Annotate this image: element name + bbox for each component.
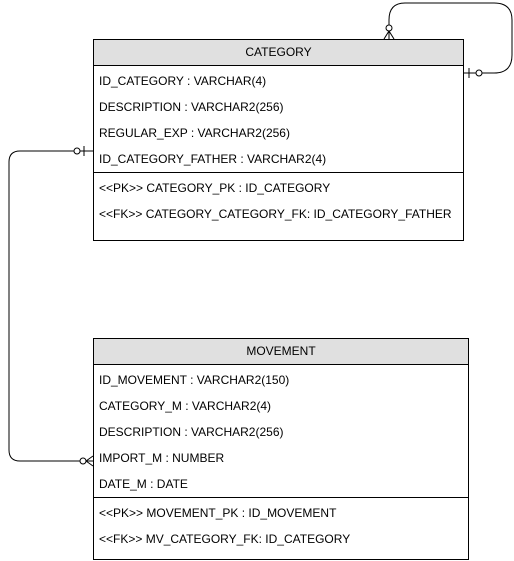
movement-keys: <<PK>> MOVEMENT_PK : ID_MOVEMENT <<FK>> … [94, 498, 468, 552]
category-entity[interactable]: CATEGORY ID_CATEGORY : VARCHAR(4) DESCRI… [93, 39, 464, 241]
movement-attributes: ID_MOVEMENT : VARCHAR2(150) CATEGORY_M :… [94, 365, 468, 498]
movement-key: <<FK>> MV_CATEGORY_FK: ID_CATEGORY [99, 532, 351, 546]
movement-entity-title: MOVEMENT [94, 339, 468, 365]
movement-attribute: CATEGORY_M : VARCHAR2(4) [99, 399, 272, 413]
movement-entity[interactable]: MOVEMENT ID_MOVEMENT : VARCHAR2(150) CAT… [93, 338, 469, 560]
movement-key: <<PK>> MOVEMENT_PK : ID_MOVEMENT [99, 506, 337, 520]
category-entity-title: CATEGORY [94, 40, 463, 66]
category-attributes: ID_CATEGORY : VARCHAR(4) DESCRIPTION : V… [94, 66, 463, 173]
category-key: <<PK>> CATEGORY_PK : ID_CATEGORY [99, 181, 331, 195]
category-keys: <<PK>> CATEGORY_PK : ID_CATEGORY <<FK>> … [94, 173, 463, 227]
movement-attribute: DESCRIPTION : VARCHAR2(256) [99, 425, 284, 439]
movement-attribute: ID_MOVEMENT : VARCHAR2(150) [99, 373, 290, 387]
category-attribute: REGULAR_EXP : VARCHAR2(256) [99, 126, 290, 140]
category-key: <<FK>> CATEGORY_CATEGORY_FK: ID_CATEGORY… [99, 207, 452, 221]
category-attribute: ID_CATEGORY_FATHER : VARCHAR2(4) [99, 152, 327, 166]
movement-attribute: DATE_M : DATE [99, 477, 188, 491]
category-attribute: ID_CATEGORY : VARCHAR(4) [99, 74, 267, 88]
category-movement-relationship [8, 146, 94, 467]
category-attribute: DESCRIPTION : VARCHAR2(256) [99, 100, 284, 114]
movement-attribute: IMPORT_M : NUMBER [99, 451, 225, 465]
